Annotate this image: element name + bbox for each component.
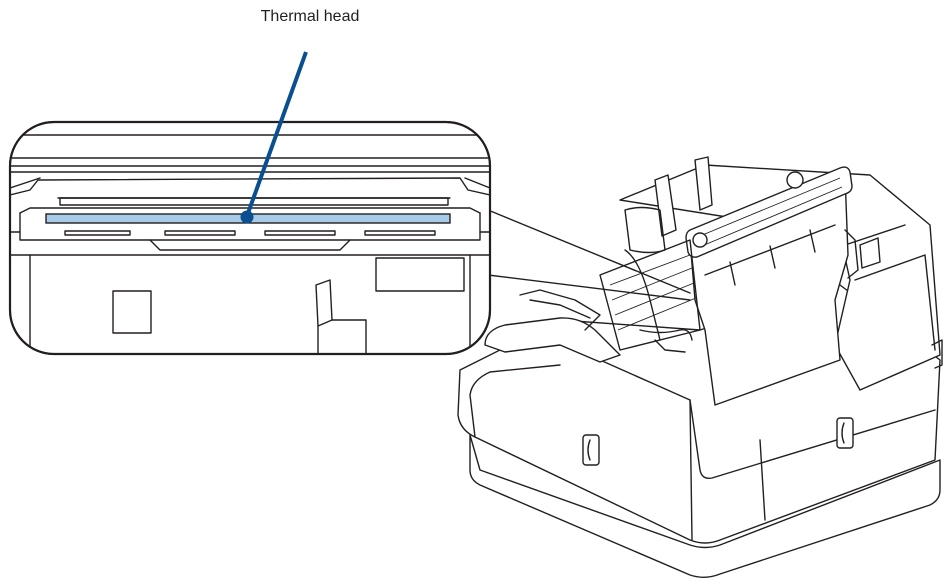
thermal-head-label: Thermal head: [260, 8, 360, 25]
magnified-inset-icon: [8, 120, 492, 356]
right-latch-icon: [836, 417, 854, 449]
printer-icon: [457, 156, 943, 578]
inset-connector-lines: [487, 209, 691, 301]
left-latch-icon: [582, 434, 600, 466]
thermal-head-callout-leader: [240, 51, 308, 224]
